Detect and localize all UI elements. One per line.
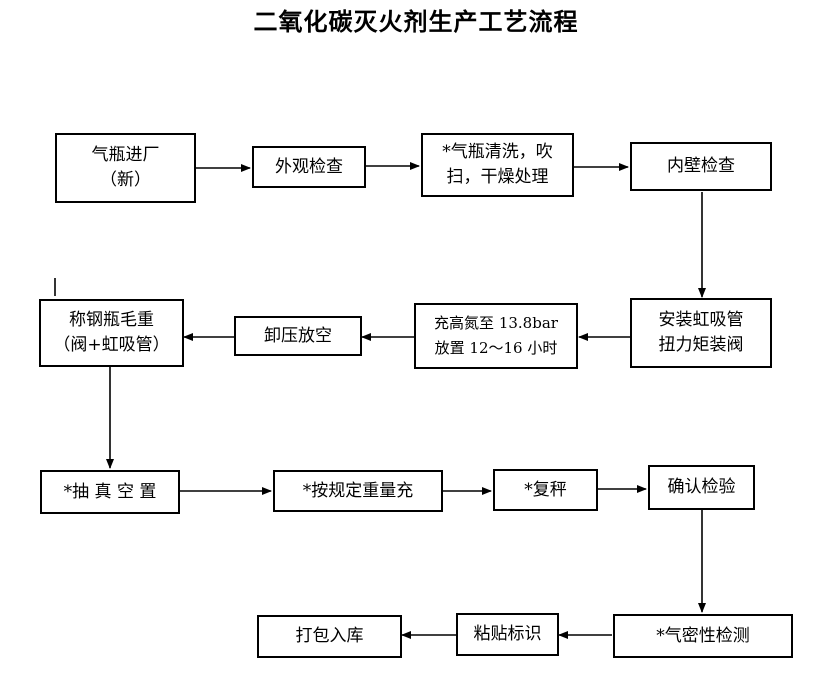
step-install-siphon-valve: 安装虹吸管 扭力矩装阀 [630, 298, 772, 368]
step-line: 放置 12～16 小时 [434, 339, 558, 357]
step-nitrogen-fill: 充高氮至 13.8bar 放置 12～16 小时 [414, 303, 578, 369]
step-line: 安装虹吸管 [658, 310, 744, 330]
step-line: 内壁检查 [667, 156, 735, 176]
step-line: 扭力矩装阀 [658, 335, 744, 355]
step-fill-by-weight: *按规定重量充 [273, 470, 443, 512]
step-line: 确认检验 [667, 477, 736, 497]
step-depressurize-vent: 卸压放空 [234, 316, 362, 356]
step-clean-blow-dry: *气瓶清洗，吹 扫，干燥处理 [421, 133, 574, 197]
step-visual-inspection: 外观检查 [252, 146, 366, 188]
step-line: 外观检查 [275, 156, 343, 177]
step-line: *复秤 [524, 479, 567, 500]
step-cylinder-arrival: 气瓶进厂 （新） [55, 133, 196, 203]
step-line: 卸压放空 [264, 325, 332, 346]
step-line: （阀+虹吸管） [53, 335, 170, 355]
step-line: 气瓶进厂 [91, 145, 160, 165]
step-line: *气密性检测 [656, 625, 750, 646]
step-vacuum: *抽 真 空 置 [40, 470, 180, 514]
step-line: 粘贴标识 [473, 624, 542, 644]
step-leak-test: *气密性检测 [613, 614, 793, 658]
step-line: 称钢瓶毛重 [69, 310, 154, 330]
step-confirm-inspection: 确认检验 [648, 465, 755, 510]
step-line: *按规定重量充 [302, 480, 414, 501]
step-reweigh: *复秤 [493, 469, 598, 511]
step-line: *抽 真 空 置 [63, 481, 157, 502]
step-line: 扫，干燥处理 [446, 167, 549, 187]
step-weigh-gross: 称钢瓶毛重 （阀+虹吸管） [39, 299, 184, 367]
step-labeling: 粘贴标识 [456, 613, 559, 656]
step-line: 打包入库 [295, 626, 364, 646]
step-line: 充高氮至 13.8bar [434, 314, 558, 332]
step-inner-wall-inspection: 内壁检查 [630, 142, 772, 191]
step-package-storage: 打包入库 [257, 615, 402, 658]
step-line: （新） [100, 170, 151, 190]
step-line: *气瓶清洗，吹 [442, 142, 553, 162]
diagram-title: 二氧化碳灭火剂生产工艺流程 [253, 7, 579, 36]
